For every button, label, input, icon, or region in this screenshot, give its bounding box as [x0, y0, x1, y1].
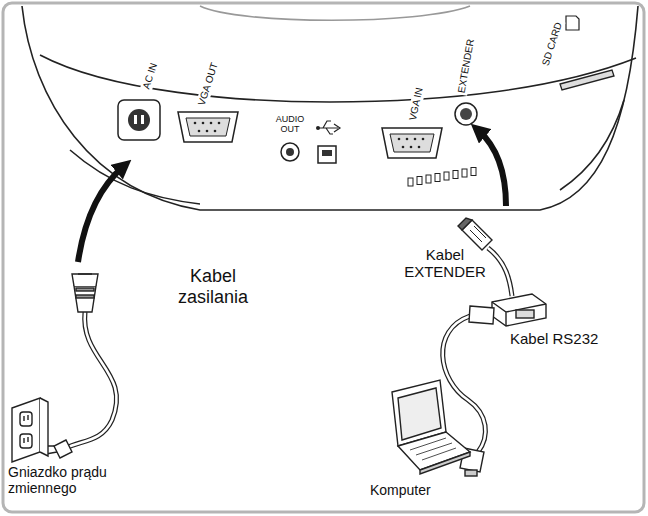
- audio-out-port: [281, 143, 299, 161]
- extender-cable: [458, 218, 512, 296]
- cable-label: Kabel RS232: [510, 330, 598, 347]
- computer-label: Komputer: [370, 482, 431, 498]
- vent-slot: [435, 174, 440, 182]
- frame: [3, 3, 644, 512]
- outlet-label: Gniazdko prądu zmiennego: [8, 464, 148, 496]
- vent-slot: [462, 169, 467, 177]
- vent-slot: [408, 178, 413, 186]
- vga-in-port: [382, 128, 442, 158]
- vent-slot: [417, 177, 422, 185]
- extender-port: [455, 103, 477, 125]
- port-label: AUDIO OUT: [273, 114, 307, 135]
- vent-slot: [471, 168, 476, 176]
- vent-slot: [426, 175, 431, 183]
- power-cable: [44, 274, 117, 458]
- laptop-computer: [392, 380, 470, 474]
- vent-slot: [444, 172, 449, 180]
- vent-slot: [453, 171, 458, 179]
- cable-label: Kabel EXTENDER: [398, 246, 492, 281]
- vent-slots: [408, 168, 476, 187]
- ac-in-port: [118, 100, 160, 140]
- vga-out-port: [178, 112, 238, 142]
- usb-port: [316, 121, 340, 163]
- wall-outlet: [12, 398, 48, 462]
- rs232-adapter: [492, 294, 546, 326]
- insert-arrow: [78, 166, 124, 262]
- sd-card-slot: [560, 16, 614, 90]
- insert-arrow: [478, 130, 506, 206]
- cable-label: Kabel zasilania: [166, 266, 260, 307]
